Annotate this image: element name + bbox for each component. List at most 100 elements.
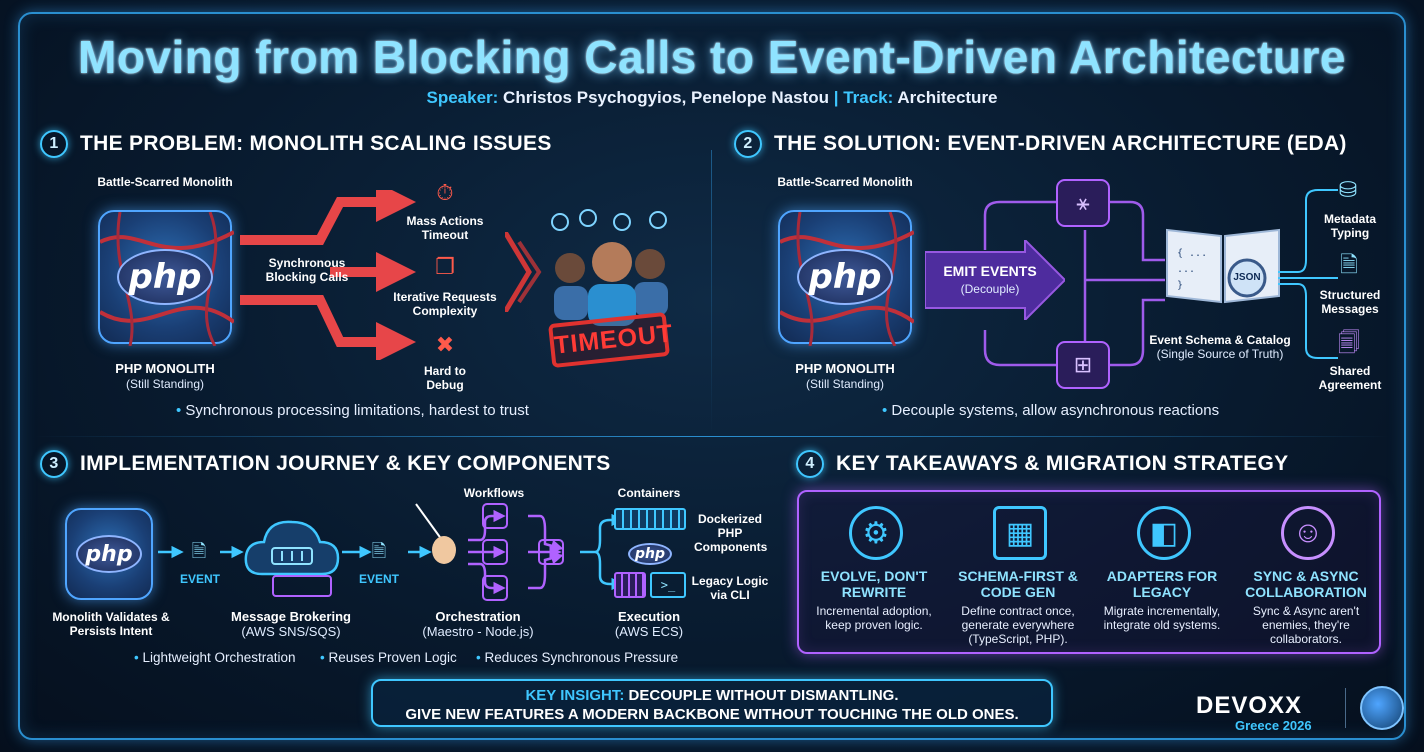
json-badge: JSON <box>1233 272 1261 283</box>
takeaway-title: ADAPTERS FOR LEGACY <box>1106 568 1218 600</box>
track-value: Architecture <box>897 88 998 107</box>
section-divider-horizontal <box>34 436 1390 437</box>
terminal-icon: >_ <box>650 572 686 598</box>
s2-monolith-name: PHP MONOLITH <box>795 361 895 376</box>
s1-monolith-sub: (Still Standing) <box>125 377 205 391</box>
s2-catalog-sub: (Single Source of Truth) <box>1156 347 1284 361</box>
database-search-icon: ⛁ <box>1338 177 1358 202</box>
s1-issue-3: Hard to Debug <box>424 364 466 392</box>
queue-box <box>272 575 332 597</box>
s2-emit-arrow <box>925 240 1065 320</box>
s2-php-monolith: php <box>778 210 914 346</box>
section-1-title: 1 THE PROBLEM: MONOLITH SCALING ISSUES <box>40 130 552 158</box>
track-label: Track: <box>843 88 894 107</box>
takeaway-title: SYNC & ASYNC COLLABORATION <box>1245 568 1367 600</box>
s3-dockerized-label: Dockerized PHP Components <box>694 512 768 554</box>
workflow-merge-node <box>538 539 564 565</box>
takeaway-desc: Sync & Async aren't enemies, they're col… <box>1252 604 1360 646</box>
s2-monolith-sub: (Still Standing) <box>805 377 885 391</box>
s3-containers-label: Containers <box>617 486 681 500</box>
takeaway-desc: Incremental adoption, keep proven logic. <box>816 604 932 632</box>
section-4-badge: 4 <box>796 450 824 478</box>
s2-output-3: Shared Agreement <box>1318 364 1382 392</box>
s3-event-2: EVENT <box>358 572 399 586</box>
people-icon: ☺ <box>1281 506 1335 560</box>
section-3-title: 3 IMPLEMENTATION JOURNEY & KEY COMPONENT… <box>40 450 611 478</box>
s2-catalog-label: Event Schema & Catalog <box>1149 333 1291 347</box>
s3-flow-arrows <box>158 509 624 595</box>
container-stack-top <box>614 508 686 530</box>
blueprint-icon: ▦ <box>993 506 1047 560</box>
s3-workflows-label: Workflows <box>463 486 525 500</box>
takeaway-schema-first: ▦ SCHEMA-FIRST & CODE GEN Define contrac… <box>947 492 1089 656</box>
s3-php-container-logo: php <box>628 543 672 565</box>
section-2-badge: 2 <box>734 130 762 158</box>
network-node-icon: ⚹ <box>1076 190 1090 215</box>
takeaway-desc: Define contract once, generate everywher… <box>961 604 1075 646</box>
s3-step-2-sub: (AWS SNS/SQS) <box>241 624 341 639</box>
s1-chevrons <box>505 232 542 312</box>
s3-step-1: Monolith Validates & Persists Intent <box>52 610 170 638</box>
speaker-label: Speaker: <box>426 88 499 107</box>
s1-monolith-top-label: Battle-Scarred Monolith <box>97 175 233 189</box>
section-divider-vertical <box>711 150 712 435</box>
s3-step-4-sub: (AWS ECS) <box>614 624 684 639</box>
frustrated-users-icon <box>551 209 668 326</box>
section-1-badge: 1 <box>40 130 68 158</box>
document-icon: 🗎 <box>1340 252 1358 277</box>
key-insight-line-1: KEY INSIGHT: DECOUPLE WITHOUT DISMANTLIN… <box>373 687 1051 704</box>
workflow-node-1 <box>482 503 508 529</box>
s2-event-network <box>983 179 1165 389</box>
takeaway-title: EVOLVE, DON'T REWRITE <box>820 568 928 600</box>
flow-diagram-icon: ⊞ <box>1073 352 1093 377</box>
page-title: Moving from Blocking Calls to Event-Driv… <box>78 31 1346 83</box>
container-stack-bottom <box>614 572 646 598</box>
section-1-heading: THE PROBLEM: MONOLITH SCALING ISSUES <box>80 132 552 155</box>
key-insight-label: KEY INSIGHT: <box>525 687 625 704</box>
s1-bullet: Synchronous processing limitations, hard… <box>176 402 529 419</box>
s3-bullet-2: Reuses Proven Logic <box>320 650 456 665</box>
s2-php-logo: php <box>797 249 893 305</box>
s1-red-arrows <box>240 190 416 360</box>
svg-text:}: } <box>1177 280 1183 291</box>
s3-bullet-3: Reduces Synchronous Pressure <box>476 650 678 665</box>
s2-bullet: Decouple systems, allow asynchronous rea… <box>882 402 1219 419</box>
stacked-windows-icon: ❐ <box>435 254 455 279</box>
s1-calls-label: Synchronous Blocking Calls <box>265 256 349 284</box>
section-2-title: 2 THE SOLUTION: EVENT-DRIVEN ARCHITECTUR… <box>734 130 1347 158</box>
key-insight-text-1: DECOUPLE WITHOUT DISMANTLING. <box>628 687 899 704</box>
takeaway-evolve: ⚙ EVOLVE, DON'T REWRITE Incremental adop… <box>803 492 945 656</box>
cloud-queue-icon <box>244 520 340 576</box>
s1-issue-2: Iterative Requests Complexity <box>393 290 497 318</box>
devoxx-edition: Greece 2026 <box>1235 718 1312 733</box>
s3-step-4: Execution <box>617 609 681 624</box>
tools-icon: ✖ <box>435 332 455 357</box>
brand-divider <box>1345 688 1346 728</box>
workflow-node-3 <box>482 575 508 601</box>
adapter-icon: ◧ <box>1137 506 1191 560</box>
s3-php-logo: php <box>76 535 142 573</box>
outer-frame <box>18 12 1406 740</box>
takeaways-panel: ⚙ EVOLVE, DON'T REWRITE Incremental adop… <box>797 490 1381 654</box>
s3-bullet-1: Lightweight Orchestration <box>134 650 295 665</box>
s2-output-2: Structured Messages <box>1319 288 1381 316</box>
workflow-node-2 <box>482 539 508 565</box>
s3-step-3-sub: (Maestro - Node.js) <box>422 624 534 639</box>
s3-php-monolith: php <box>65 508 153 600</box>
s3-event-1: EVENT <box>179 572 220 586</box>
open-book-icon: { ... ... } <box>1166 228 1280 304</box>
event-document-icon: 🗎 <box>191 541 207 561</box>
section-2-heading: THE SOLUTION: EVENT-DRIVEN ARCHITECTURE … <box>774 132 1347 155</box>
section-3-badge: 3 <box>40 450 68 478</box>
stopwatch-icon: ⏱ <box>436 180 454 205</box>
s3-legacy-label: Legacy Logic via CLI <box>691 574 769 602</box>
takeaway-title: SCHEMA-FIRST & CODE GEN <box>958 568 1078 600</box>
gear-cycle-icon: ⚙ <box>849 506 903 560</box>
section-3-heading: IMPLEMENTATION JOURNEY & KEY COMPONENTS <box>80 452 611 475</box>
s3-step-3: Orchestration <box>435 609 521 624</box>
s1-php-logo: php <box>117 249 213 305</box>
s3-step-2: Message Brokering <box>231 609 351 624</box>
document-magnify-icon: 🗐 <box>1338 330 1360 355</box>
s1-php-monolith: php <box>98 210 234 346</box>
event-document-icon-2: 🗎 <box>371 541 387 561</box>
